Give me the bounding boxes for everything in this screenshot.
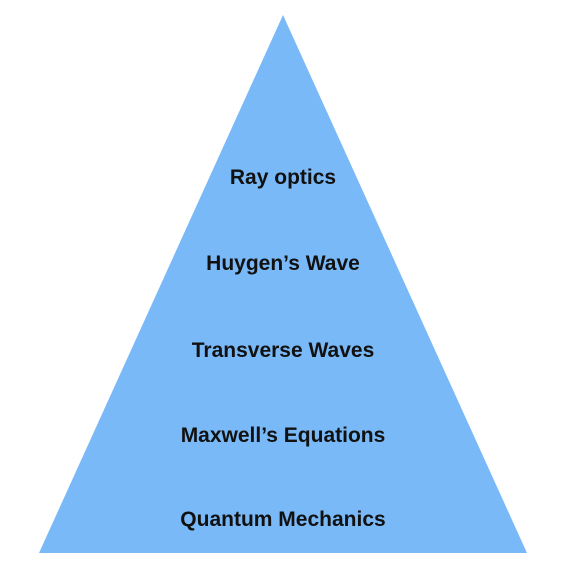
pyramid-level-1-label: Ray optics bbox=[229, 166, 337, 189]
pyramid-level-5-label: Quantum Mechanics bbox=[180, 508, 386, 531]
pyramid-triangle bbox=[39, 15, 527, 553]
pyramid-level-2-label: Huygen’s Wave bbox=[206, 252, 360, 275]
pyramid-level-4-label: Maxwell’s Equations bbox=[180, 424, 386, 447]
pyramid-level-3-label: Transverse Waves bbox=[191, 339, 375, 362]
